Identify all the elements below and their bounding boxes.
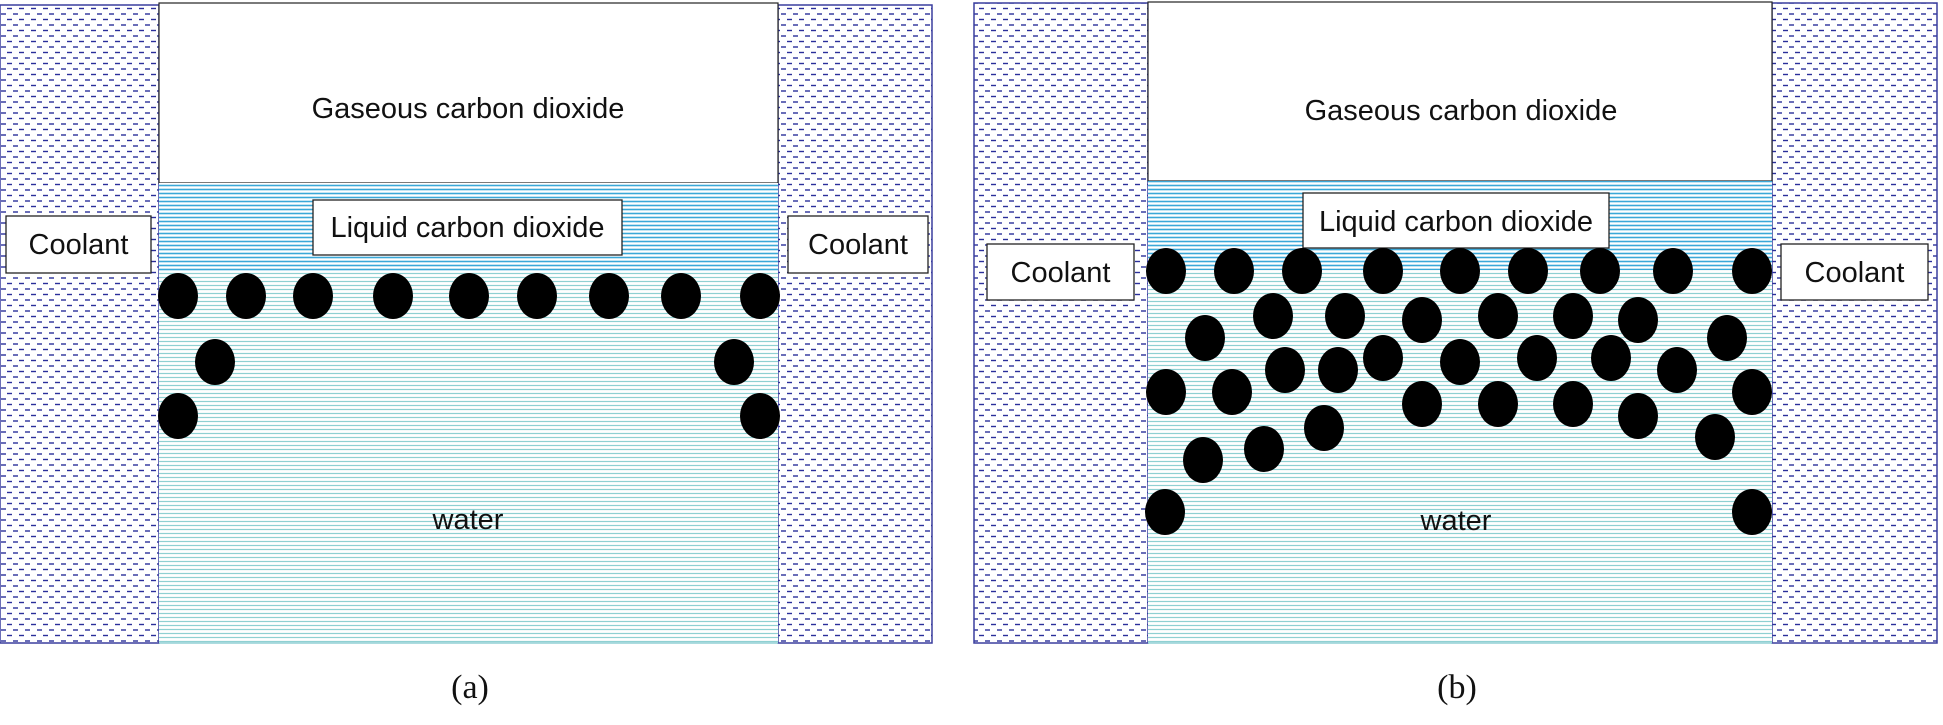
- molecule: [661, 273, 701, 319]
- molecule: [1440, 339, 1480, 385]
- molecule: [1363, 335, 1403, 381]
- coolant-region-left: [0, 4, 160, 644]
- molecule: [1440, 248, 1480, 294]
- molecule: [1304, 405, 1344, 451]
- molecule-group: [158, 273, 780, 439]
- panel-a: Gaseous carbon dioxide Liquid carbon dio…: [0, 2, 933, 706]
- molecule: [158, 273, 198, 319]
- water-region: [159, 271, 778, 643]
- coolant-label-box-left: [5, 215, 152, 274]
- molecule: [1318, 347, 1358, 393]
- liquid-label-box: [312, 199, 623, 256]
- caption-a: (a): [451, 669, 489, 706]
- coolant-label-box-right: [787, 215, 929, 274]
- molecule: [740, 393, 780, 439]
- molecule: [1402, 381, 1442, 427]
- molecule: [1553, 381, 1593, 427]
- molecule: [1732, 248, 1772, 294]
- coolant-label-right: Coolant: [808, 229, 908, 261]
- panel-b: Gaseous carbon dioxide Liquid carbon dio…: [973, 1, 1938, 706]
- molecule: [517, 273, 557, 319]
- coolant-label-right: Coolant: [1805, 257, 1905, 289]
- molecule: [1214, 248, 1254, 294]
- molecule: [1363, 248, 1403, 294]
- molecule: [1618, 393, 1658, 439]
- molecule: [1402, 297, 1442, 343]
- molecule: [373, 273, 413, 319]
- molecule: [1553, 293, 1593, 339]
- molecule: [1212, 369, 1252, 415]
- molecule: [1657, 347, 1697, 393]
- molecule: [1183, 437, 1223, 483]
- coolant-region-right: [1771, 2, 1938, 644]
- molecule: [158, 393, 198, 439]
- molecule: [589, 273, 629, 319]
- molecule: [449, 273, 489, 319]
- gas-label: Gaseous carbon dioxide: [1305, 95, 1618, 127]
- liquid-label: Liquid carbon dioxide: [330, 212, 604, 244]
- water-label: water: [432, 504, 504, 536]
- coolant-label-left: Coolant: [29, 229, 129, 261]
- molecule: [740, 273, 780, 319]
- molecule: [293, 273, 333, 319]
- molecule: [1732, 489, 1772, 535]
- gas-region: [1147, 1, 1773, 182]
- molecule: [1618, 297, 1658, 343]
- gas-region: [158, 2, 779, 184]
- molecule: [1253, 293, 1293, 339]
- liquid-label-box: [1302, 192, 1610, 249]
- molecule: [1653, 248, 1693, 294]
- molecule: [1146, 369, 1186, 415]
- gas-label: Gaseous carbon dioxide: [312, 93, 625, 125]
- molecule-group: [1145, 248, 1772, 535]
- molecule: [1146, 248, 1186, 294]
- molecule: [1508, 248, 1548, 294]
- coolant-region-left: [973, 2, 1149, 644]
- molecule: [226, 273, 266, 319]
- molecule: [1185, 315, 1225, 361]
- molecule: [1591, 335, 1631, 381]
- molecule: [1517, 335, 1557, 381]
- coolant-label-left: Coolant: [1011, 257, 1111, 289]
- liquid-label: Liquid carbon dioxide: [1319, 206, 1593, 238]
- molecule: [1145, 489, 1185, 535]
- molecule: [1707, 315, 1747, 361]
- molecule: [1478, 381, 1518, 427]
- molecule: [195, 339, 235, 385]
- molecule: [1478, 293, 1518, 339]
- molecule: [1244, 426, 1284, 472]
- molecule: [1265, 347, 1305, 393]
- molecule: [1580, 248, 1620, 294]
- coolant-region-right: [777, 4, 933, 644]
- molecule: [1282, 248, 1322, 294]
- caption-b: (b): [1437, 669, 1477, 706]
- molecule: [1732, 369, 1772, 415]
- coolant-label-box-left: [986, 243, 1135, 301]
- molecule: [1325, 293, 1365, 339]
- molecule: [1695, 414, 1735, 460]
- coolant-label-box-right: [1780, 243, 1929, 301]
- molecule: [714, 339, 754, 385]
- water-region: [1148, 270, 1772, 643]
- water-label: water: [1420, 505, 1492, 537]
